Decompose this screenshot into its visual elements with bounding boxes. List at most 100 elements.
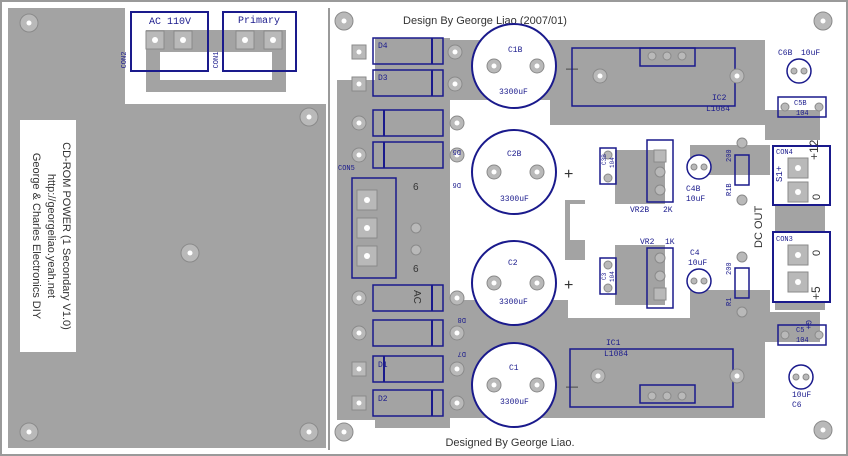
con5-label: CON5 [338,165,355,173]
c5-label: C5 [796,327,804,335]
six-mark-b: 6 [413,264,419,275]
side-text-3: CD-ROM POWER (1 Secondary V1.0) [60,142,72,330]
capacitor-c4 [686,268,712,294]
bottom-credit: Designed By George Liao. [445,437,574,449]
con1-label: CON1 [213,52,221,69]
diode-d4 [351,37,463,65]
connector-con4 [772,145,831,206]
capacitor-c1 [471,342,557,428]
center-gap [570,204,770,240]
d2-label: D2 [378,395,388,404]
g-mark: G+ [803,320,812,330]
center-pad-b [410,244,422,256]
vr2-label: VR2 [640,238,655,247]
resistor-r1b [734,137,750,206]
left-ground-plane [8,8,326,448]
capacitor-c4b [686,154,712,180]
ac-trace-cutout [160,52,272,80]
regulator-ic1 [569,348,745,408]
con1-outline [222,11,297,72]
r1-label: R1 [726,298,734,306]
con5-outline [351,177,397,279]
primary-label: Primary [238,15,280,27]
capacitor-c2 [471,240,557,326]
capacitor-c5 [777,324,827,346]
con2-label: CON2 [121,52,129,69]
c2b-label: C2B [507,150,522,159]
diode-d1 [351,355,465,383]
c3b-label: C3B [601,154,608,165]
regulator-ic2 [571,47,745,107]
c5b-value: 104 [796,110,809,118]
c6-value: 10uF [792,391,811,400]
trimmer-vr2 [646,247,674,309]
ac-mark: AC [411,290,422,304]
ic1-part: L1084 [604,350,628,359]
zero-a-label: 0 [811,194,823,200]
diode-d6 [351,141,465,169]
d8-label: D8 [458,315,466,323]
diode-d8 [351,284,465,312]
vr2b-value: 2K [663,206,673,215]
ic2-part: L1084 [706,105,730,114]
capacitor-c3b [599,147,617,185]
c6b-value: 10uF [801,49,820,58]
capacitor-c5b [777,96,827,118]
plus12-label: +12 [807,139,821,160]
c5b-label: C5B [794,100,807,108]
diode-d7 [351,319,465,347]
c4b-value: 10uF [686,195,705,204]
resistor-r1 [734,251,750,318]
side-text-2: http://georgeliao.yeah.net [45,174,57,298]
d5-top-label: D5 [453,147,461,155]
capacitor-c1b [471,23,557,109]
con3-label: CON3 [776,236,793,244]
plus5-label: +5 [809,286,823,300]
c1b-label: C1B [508,46,523,55]
c2-label: C2 [508,259,518,268]
side-label: George & Charles Electronics DIY http://… [30,142,72,330]
ic2-label: IC2 [712,94,727,103]
ac-input-pads [145,30,283,50]
c3-value: 104 [609,271,616,282]
d1-label: D1 [378,361,388,370]
c1-minus: — [566,379,578,393]
six-mark-a: 6 [413,182,419,193]
capacitor-c6 [788,364,814,390]
capacitor-c2b [471,129,557,215]
c1b-value: 3300uF [499,88,528,97]
c2b-plus: + [564,166,573,183]
con5-pads [356,189,378,267]
d3-label: D3 [378,74,388,83]
diode-d3 [351,69,463,97]
c1-value: 3300uF [500,398,529,407]
side-text-1: George & Charles Electronics DIY [30,153,42,320]
vr2-value: 1K [665,238,675,247]
vr2b-label: VR2B [630,206,649,215]
diode-d2 [351,389,465,417]
c4-value: 10uF [688,259,707,268]
c4b-label: C4B [686,185,701,194]
c6b-label: C6B [778,49,793,58]
capacitor-c6b [786,58,812,84]
r1-value: 200 [726,262,734,275]
capacitor-c3 [599,257,617,295]
top-credit: Design By George Liao (2007/01) [403,15,567,27]
center-pad-a [410,222,422,234]
diode-d7-top [351,109,465,137]
d4-label: D4 [378,42,388,51]
trimmer-vr2b [646,139,674,203]
c2-value: 3300uF [499,298,528,307]
c2b-value: 3300uF [500,195,529,204]
c5-value: 104 [796,337,809,345]
c1-label: C1 [509,364,519,373]
connector-con3 [772,231,831,303]
d7-label: D7 [458,349,466,357]
con4-label: CON4 [776,149,793,157]
side-label-box [20,120,76,352]
r1b-label: R1B [726,183,734,196]
s1-mark: S1+ [775,166,785,182]
c6-label: C6 [792,401,802,410]
c2-plus: + [564,277,573,294]
